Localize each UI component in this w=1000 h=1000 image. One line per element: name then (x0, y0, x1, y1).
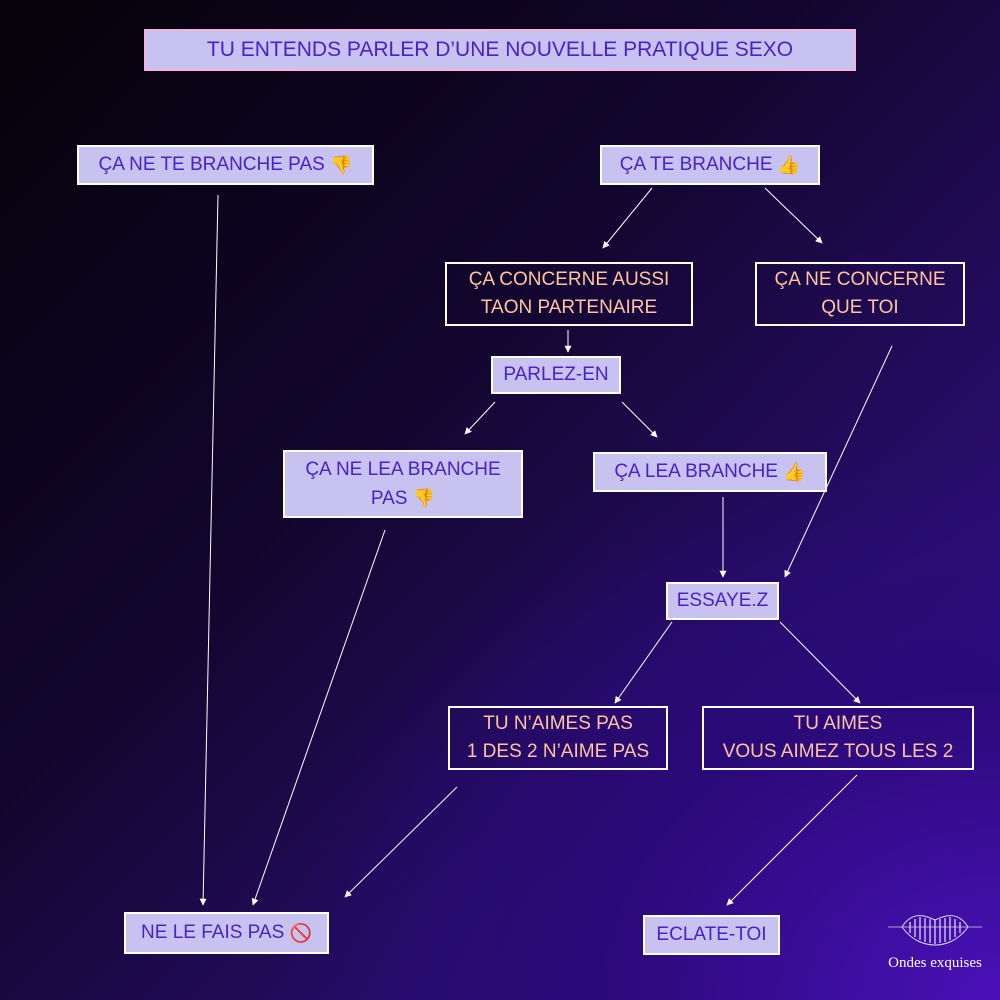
node-like: ÇA TE BRANCHE 👍 (600, 145, 820, 185)
thumbs-down-icon: 👎 (330, 155, 353, 175)
arrow-dislike-to-dont (344, 786, 458, 898)
node-partner-yes: ÇA LEA BRANCHE 👍 (593, 452, 827, 492)
lips-logo-icon (888, 915, 982, 946)
node-talk-label: PARLEZ-EN (503, 364, 609, 385)
arrow-like-to-only-you (764, 187, 823, 244)
arrow-no-like-to-dont (199, 194, 219, 906)
node-no-like: ÇA NE TE BRANCHE PAS 👎 (77, 145, 374, 185)
arrow-enjoy-to-enjoy-end (726, 774, 858, 906)
arrow-talk-to-partner-yes (621, 401, 658, 438)
node-enjoy-end: ECLATE-TOI (643, 915, 780, 955)
arrow-partner-no-to-dont (251, 529, 386, 906)
node-partner-line1: ÇA CONCERNE AUSSI (468, 269, 670, 290)
node-partner-line2: TAON PARTENAIRE (480, 297, 658, 318)
thumbs-up-icon: 👍 (783, 462, 806, 482)
arrow-try-to-dislike (614, 621, 673, 704)
arrow-like-to-partner (602, 187, 653, 249)
node-partner-yes-label: ÇA LEA BRANCHE (614, 461, 778, 482)
thumbs-up-icon: 👍 (777, 155, 801, 175)
arrow-talk-to-partner-no (464, 401, 496, 435)
node-partner-no-line1: ÇA NE LEA BRANCHE (305, 458, 501, 480)
node-like-label: ÇA TE BRANCHE (619, 154, 773, 175)
node-partner: ÇA CONCERNE AUSSI TAON PARTENAIRE (445, 262, 693, 326)
arrow-only-you-to-try (784, 345, 893, 578)
node-enjoy-line1: TU AIMES (793, 713, 883, 734)
node-dislike: TU N’AIMES PAS 1 DES 2 N’AIME PAS (448, 706, 668, 770)
node-only-you-line2: QUE TOI (821, 297, 899, 318)
node-partner-no-line2: PAS (370, 487, 408, 509)
node-only-you-line1: ÇA NE CONCERNE (774, 269, 946, 290)
node-dont: NE LE FAIS PAS 🚫 (124, 912, 329, 954)
node-enjoy: TU AIMES VOUS AIMEZ TOUS LES 2 (702, 706, 974, 770)
node-no-like-label: ÇA NE TE BRANCHE PAS (98, 154, 325, 175)
prohibited-icon: 🚫 (289, 923, 312, 943)
node-try-label: ESSAYE.Z (676, 590, 769, 611)
node-enjoy-line2: VOUS AIMEZ TOUS LES 2 (722, 741, 954, 762)
node-try: ESSAYE.Z (666, 582, 779, 620)
node-dislike-line2: 1 DES 2 N’AIME PAS (466, 741, 650, 762)
node-dislike-line1: TU N’AIMES PAS (483, 713, 633, 734)
logo-text: Ondes exquises (888, 955, 982, 971)
title-text: TU ENTENDS PARLER D’UNE NOUVELLE PRATIQU… (206, 38, 794, 61)
thumbs-down-icon: 👎 (412, 487, 436, 508)
node-partner-no: ÇA NE LEA BRANCHE PAS 👎 (283, 450, 523, 518)
page-title: TU ENTENDS PARLER D’UNE NOUVELLE PRATIQU… (144, 29, 856, 71)
node-enjoy-end-label: ECLATE-TOI (656, 924, 767, 945)
arrow-try-to-enjoy (779, 621, 861, 704)
node-dont-label: NE LE FAIS PAS (141, 922, 285, 943)
node-talk: PARLEZ-EN (491, 356, 621, 394)
node-only-you: ÇA NE CONCERNE QUE TOI (755, 262, 965, 326)
